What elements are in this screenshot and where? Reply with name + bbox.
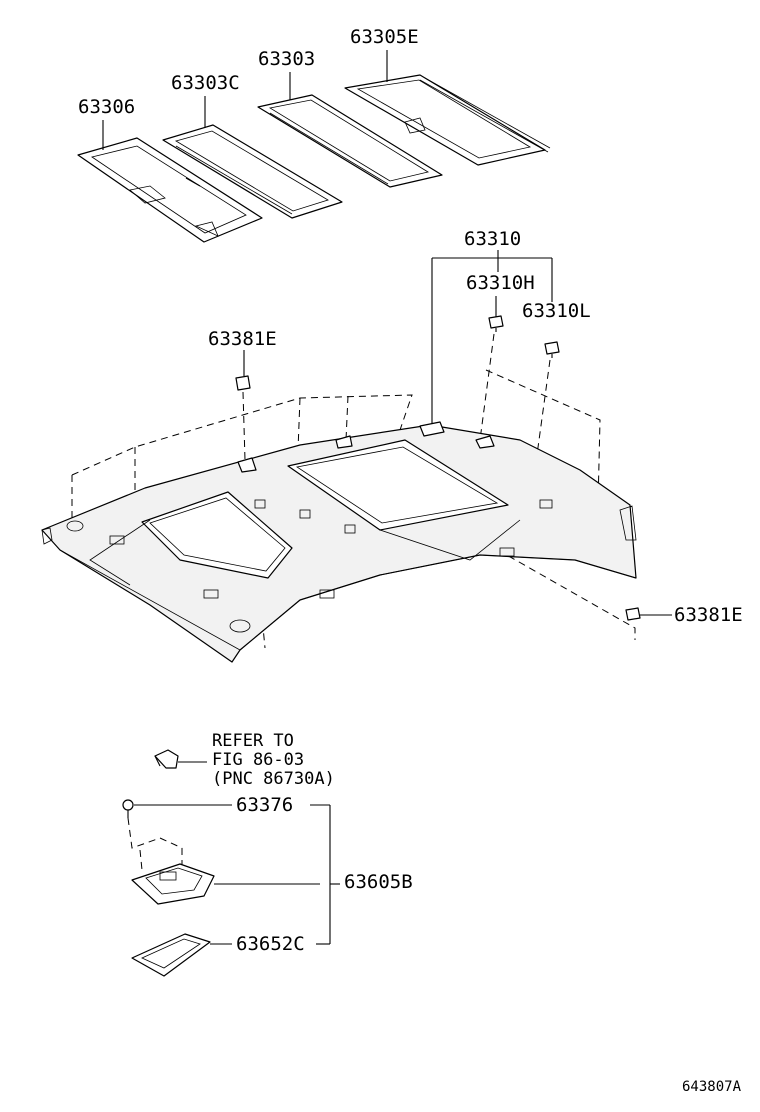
- label-63310h: 63310H: [466, 272, 535, 294]
- reference-note: REFER TO FIG 86-03 (PNC 86730A): [212, 732, 335, 789]
- label-63303: 63303: [258, 48, 316, 70]
- label-63605b: 63605B: [344, 871, 413, 893]
- label-63305e: 63305E: [350, 26, 419, 48]
- reference-line-1: REFER TO: [212, 731, 294, 751]
- clip-63381e-upper[interactable]: [235, 375, 251, 391]
- bracket-ref-part[interactable]: [154, 749, 179, 769]
- map-lamp-63605b[interactable]: [127, 817, 215, 905]
- clip-63310l[interactable]: [544, 341, 560, 358]
- label-63652c: 63652C: [236, 933, 305, 955]
- label-63381e-upper: 63381E: [208, 328, 277, 350]
- reference-line-2: FIG 86-03: [212, 750, 305, 770]
- label-63310l: 63310L: [522, 300, 591, 322]
- label-63376: 63376: [236, 794, 294, 816]
- sunshade-63305e[interactable]: [344, 74, 551, 166]
- headliner-63310[interactable]: [41, 421, 637, 663]
- bracket-63310: [431, 250, 553, 430]
- figure-id: 643807A: [682, 1079, 742, 1095]
- label-63310: 63310: [464, 228, 522, 250]
- sunshade-63306[interactable]: [77, 137, 263, 243]
- clip-63381e-right[interactable]: [625, 607, 641, 621]
- bracket-63605b: [310, 804, 340, 945]
- screw-63376[interactable]: [122, 799, 134, 818]
- label-63303c: 63303C: [171, 72, 240, 94]
- clip-63310h[interactable]: [488, 315, 504, 332]
- sunshade-63303c[interactable]: [162, 124, 343, 219]
- lamp-lens-63652c[interactable]: [131, 933, 211, 977]
- label-63306: 63306: [78, 96, 136, 118]
- sunshade-63303[interactable]: [257, 94, 443, 188]
- reference-line-3: (PNC 86730A): [212, 769, 335, 789]
- label-63381e-right: 63381E: [674, 604, 743, 626]
